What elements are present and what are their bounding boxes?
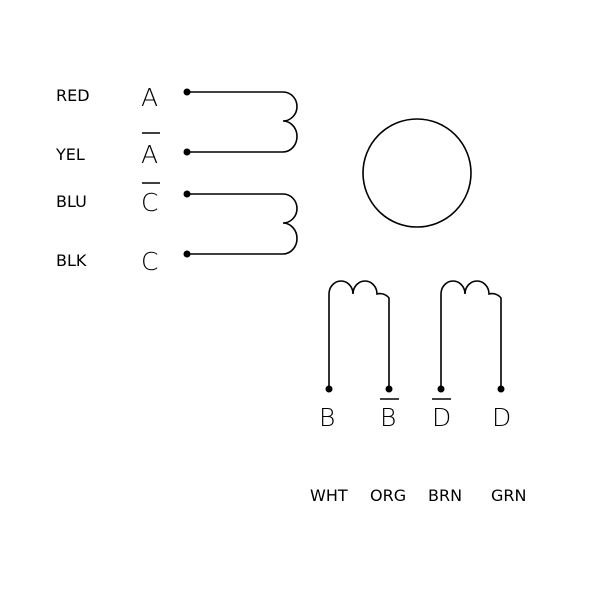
wire-color-yel: YEL <box>55 145 85 164</box>
coil-a <box>183 88 298 156</box>
terminal-a-bar: A <box>141 140 158 169</box>
terminal-a: A <box>141 83 158 112</box>
terminal-d-bar: D <box>432 403 451 432</box>
terminal-dot-b-bar <box>385 385 393 393</box>
wire-color-org: ORG <box>370 486 406 505</box>
coil-a-winding <box>187 91 298 153</box>
coil-c <box>183 190 298 258</box>
terminal-b: B <box>319 403 335 432</box>
terminal-c-bar: C <box>141 188 158 217</box>
wire-color-wht: WHT <box>310 486 348 505</box>
wire-color-red: RED <box>56 86 90 105</box>
terminal-dot-d-bar <box>437 385 445 393</box>
wire-color-brn: BRN <box>428 486 462 505</box>
terminal-dot-d <box>497 385 505 393</box>
coil-d <box>437 280 505 393</box>
wire-color-blu: BLU <box>56 192 87 211</box>
terminal-b-bar: B <box>380 403 396 432</box>
coil-d-winding <box>440 280 502 389</box>
coil-b-winding <box>328 280 390 389</box>
terminal-c: C <box>141 247 158 276</box>
wire-color-blk: BLK <box>56 251 87 270</box>
terminal-d: D <box>492 403 511 432</box>
coil-b <box>325 280 393 393</box>
wire-color-grn: GRN <box>491 486 526 505</box>
coil-c-winding <box>187 193 298 255</box>
rotor-circle <box>362 118 472 228</box>
terminal-dot-b <box>325 385 333 393</box>
